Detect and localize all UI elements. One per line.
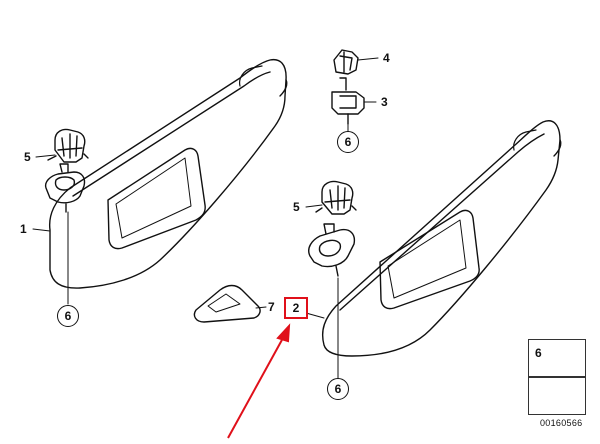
- highlight-arrow: [227, 323, 291, 439]
- leader-lines: [32, 57, 379, 379]
- label-part-5-left: 5: [24, 150, 31, 164]
- label-part-4: 4: [383, 51, 390, 65]
- document-number: 00160566: [540, 418, 583, 428]
- circled-label-6-left: 6: [57, 305, 79, 327]
- label-part-1: 1: [20, 222, 27, 236]
- cover-piece: [193, 284, 261, 323]
- left-clip: [47, 128, 89, 163]
- circled-label-6-top: 6: [337, 131, 359, 153]
- label-part-2-highlighted: 2: [284, 297, 308, 319]
- legend-box-screw: 6: [528, 339, 586, 377]
- left-sun-visor: [48, 58, 288, 289]
- circled-label-6-right: 6: [327, 378, 349, 400]
- label-part-7: 7: [268, 300, 275, 314]
- legend-item-number: 6: [535, 346, 542, 360]
- legend-box-arrow: [528, 377, 586, 415]
- label-part-5-right: 5: [293, 200, 300, 214]
- right-sun-visor: [321, 120, 562, 357]
- bracket: [331, 77, 365, 125]
- left-hinge-mount: [44, 163, 86, 213]
- right-hinge-mount: [308, 223, 356, 277]
- top-clip: [333, 49, 359, 75]
- label-part-3: 3: [381, 95, 388, 109]
- right-clip: [315, 180, 357, 215]
